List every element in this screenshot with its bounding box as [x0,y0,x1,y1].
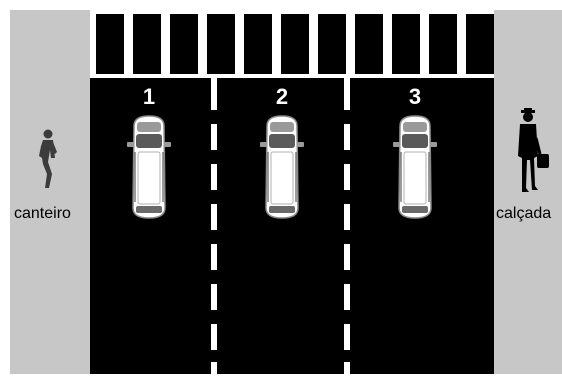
lane-divider-2-3 [344,78,350,374]
car-top-view-icon [124,112,174,222]
crosswalk [90,10,494,78]
crosswalk-stripe [133,14,161,74]
crosswalk-stripe [318,14,346,74]
crosswalk-stripe [244,14,272,74]
sidewalk-label: calçada [496,204,551,224]
crosswalk-stripe [96,14,124,74]
lane-number-3: 3 [400,84,430,110]
walking-person-icon [34,128,60,190]
crosswalk-stripe [392,14,420,74]
crosswalk-stripe [170,14,198,74]
car-top-view-icon [257,112,307,222]
crosswalk-stripe [355,14,383,74]
lane-number-1: 1 [134,84,164,110]
median-label: canteiro [14,204,71,224]
crosswalk-stripe [207,14,235,74]
car-top-view-icon [390,112,440,222]
crosswalk-stripe [466,14,494,74]
person-with-bag-icon [512,108,550,194]
crosswalk-stripe [281,14,309,74]
lane-divider-1-2 [211,78,217,374]
median-strip [10,10,90,374]
lane-number-2: 2 [267,84,297,110]
crosswalk-stripe [429,14,457,74]
